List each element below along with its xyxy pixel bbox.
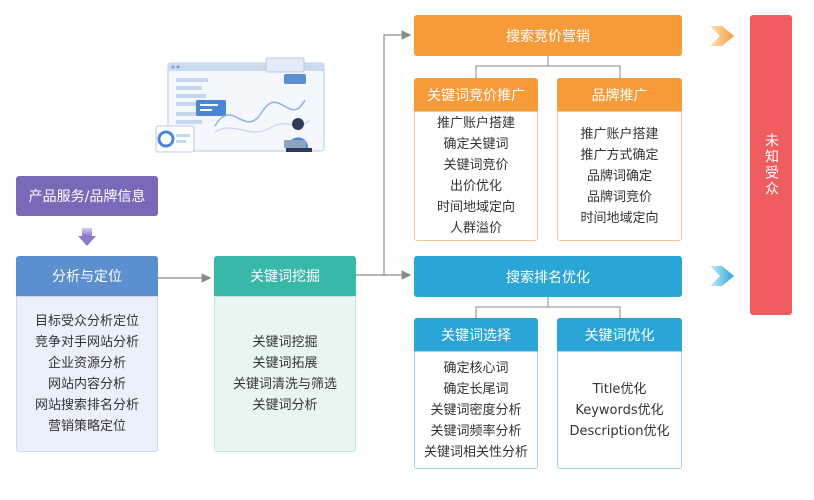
keyword-select-item: 确定长尾词 (443, 381, 509, 397)
keyword-optimize-title: 关键词优化 (584, 327, 655, 344)
analysis-header: 分析与定位 (16, 256, 158, 296)
keyword-mining-item: 关键词清洗与筛选 (232, 377, 337, 392)
keyword-promo-title: 关键词竞价推广 (427, 87, 525, 104)
seo-header: 搜索排名优化 (414, 256, 682, 297)
target-audience-label: 未知受众 (763, 133, 779, 197)
brand-promo-item: 品牌词竞价 (586, 189, 652, 205)
analysis-item: 竞争对手网站分析 (34, 335, 139, 350)
seo-title: 搜索排名优化 (506, 269, 590, 286)
keyword-optimize-item: Keywords优化 (575, 402, 664, 418)
keyword-promo-item: 关键词竞价 (443, 158, 509, 173)
brand-promo-title: 品牌推广 (591, 87, 648, 104)
keyword-select-header: 关键词选择 (414, 318, 538, 351)
keyword-select-title: 关键词选择 (441, 327, 511, 344)
arrow-right-icon (710, 26, 734, 46)
keyword-optimize-header: 关键词优化 (557, 318, 682, 351)
keyword-mining-item: 关键词拓展 (252, 356, 318, 371)
analysis-item: 企业资源分析 (47, 356, 126, 371)
analysis-item: 目标受众分析定位 (34, 314, 139, 329)
dashboard-illustration-icon (155, 57, 325, 153)
keyword-select-item: 确定核心词 (443, 360, 509, 376)
brand-promo-item: 时间地域定向 (580, 210, 659, 226)
product-info-label: 产品服务/品牌信息 (28, 189, 146, 205)
keyword-select-item: 关键词密度分析 (430, 402, 522, 418)
keyword-promo-item: 确定关键词 (443, 137, 509, 152)
keyword-mining-header: 关键词挖掘 (214, 256, 356, 296)
product-info-box: 产品服务/品牌信息 (16, 176, 158, 216)
keyword-mining-item: 关键词分析 (252, 398, 318, 413)
sem-header: 搜索竞价营销 (414, 15, 682, 56)
keyword-promo-item: 人群溢价 (449, 221, 502, 236)
brand-promo-body: 推广账户搭建 推广方式确定 品牌词确定 品牌词竞价 时间地域定向 (557, 111, 682, 241)
keyword-optimize-body: Title优化 Keywords优化 Description优化 (557, 351, 682, 469)
keyword-promo-item: 时间地域定向 (436, 200, 515, 215)
keyword-mining-title: 关键词挖掘 (250, 269, 320, 285)
connector-seo-left (475, 297, 549, 318)
brand-promo-header: 品牌推广 (557, 78, 682, 111)
brand-promo-item: 品牌词确定 (586, 168, 652, 184)
keyword-promo-item: 推广账户搭建 (436, 116, 515, 131)
arrow-right-icon (710, 266, 734, 286)
brand-promo-item: 推广账户搭建 (580, 126, 659, 142)
connector-sem-left (475, 56, 549, 78)
keyword-select-body: 确定核心词 确定长尾词 关键词密度分析 关键词频率分析 关键词相关性分析 (414, 351, 538, 469)
keyword-promo-body: 推广账户搭建 确定关键词 关键词竞价 出价优化 时间地域定向 人群溢价 (414, 111, 538, 241)
analysis-item: 网站内容分析 (47, 377, 126, 392)
target-audience-bar: 未知受众 (750, 15, 792, 315)
connector-to-sem (383, 30, 412, 275)
connector-seo-right (548, 306, 621, 318)
brand-promo-item: 推广方式确定 (580, 147, 659, 163)
sem-title: 搜索竞价营销 (506, 28, 590, 45)
keyword-select-item: 关键词相关性分析 (423, 444, 528, 460)
analysis-item: 网站搜索排名分析 (34, 398, 139, 413)
keyword-select-item: 关键词频率分析 (430, 423, 522, 439)
arrow-down-icon (78, 228, 96, 246)
keyword-mining-body: 关键词挖掘 关键词拓展 关键词清洗与筛选 关键词分析 (214, 296, 356, 452)
keyword-optimize-item: Title优化 (592, 381, 647, 397)
analysis-item: 营销策略定位 (47, 419, 126, 434)
connector-sem-right (548, 65, 621, 78)
analysis-title: 分析与定位 (52, 269, 122, 285)
keyword-promo-item: 出价优化 (449, 179, 502, 194)
keyword-mining-item: 关键词挖掘 (252, 335, 318, 350)
keyword-promo-header: 关键词竞价推广 (414, 78, 538, 111)
analysis-body: 目标受众分析定位 竞争对手网站分析 企业资源分析 网站内容分析 网站搜索排名分析… (16, 296, 158, 452)
keyword-optimize-item: Description优化 (569, 423, 670, 439)
